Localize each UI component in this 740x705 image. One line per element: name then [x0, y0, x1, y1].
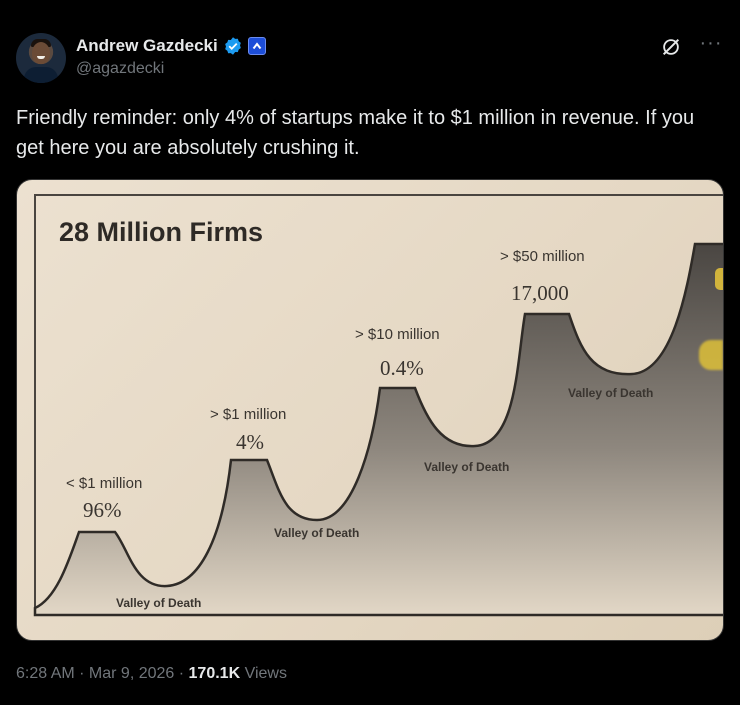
stage-threshold: > $50 million — [500, 248, 585, 265]
tweet-text: Friendly reminder: only 4% of startups m… — [16, 107, 695, 159]
more-options-icon[interactable]: ··· — [699, 32, 723, 54]
stage-threshold: > $10 million — [355, 326, 440, 343]
startup-curve — [33, 242, 723, 617]
tweet-date[interactable]: Mar 9, 2026 — [88, 665, 175, 682]
verified-badge-icon[interactable] — [223, 36, 243, 56]
tweet-image[interactable]: 28 Million Firms < $1 million 96% > $1 m… — [16, 179, 724, 641]
avatar[interactable] — [16, 33, 66, 83]
author-display-name[interactable]: Andrew Gazdecki — [76, 36, 218, 55]
stage-value: 4% — [236, 430, 264, 454]
stage-value: 96% — [83, 498, 122, 522]
highlighter-mark — [715, 268, 723, 290]
grok-icon[interactable] — [660, 36, 682, 58]
tweet-meta: 6:28 AM · Mar 9, 2026 · 170.1K Views — [16, 665, 287, 683]
valley-label: Valley of Death — [424, 460, 510, 474]
highlighter-mark — [699, 340, 723, 370]
stage-value: 0.4% — [380, 356, 424, 380]
author-handle[interactable]: @agazdecki — [76, 60, 165, 77]
affiliation-badge-icon[interactable] — [247, 37, 266, 55]
chart-illustration — [33, 194, 723, 617]
chart-title: 28 Million Firms — [59, 217, 264, 247]
stage-threshold: > $1 million — [210, 406, 287, 423]
meta-separator: · — [74, 665, 89, 682]
meta-separator: · — [174, 665, 189, 682]
views-label: Views — [240, 665, 287, 682]
valley-label: Valley of Death — [116, 596, 202, 610]
valley-label: Valley of Death — [568, 386, 654, 400]
stage-threshold: < $1 million — [66, 475, 143, 492]
author-block: Andrew Gazdecki @agazdecki — [76, 35, 266, 78]
stage-value: 17,000 — [511, 281, 569, 305]
views-count[interactable]: 170.1K — [188, 665, 241, 682]
tweet-header: Andrew Gazdecki @agazdecki ··· — [16, 33, 724, 83]
tweet-time[interactable]: 6:28 AM — [16, 665, 75, 682]
valley-label: Valley of Death — [274, 526, 360, 540]
